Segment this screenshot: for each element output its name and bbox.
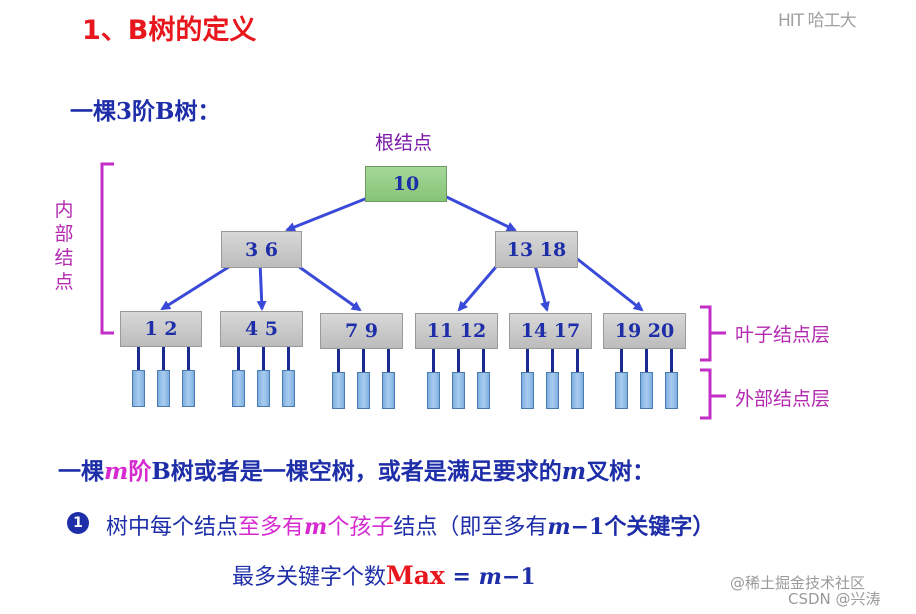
external-link <box>551 349 554 374</box>
leaf-node-4-5: 4 5 <box>220 311 303 347</box>
external-link <box>137 347 140 372</box>
external-link <box>262 347 265 372</box>
bullet-1-icon: 1 <box>67 512 89 534</box>
external-node <box>571 372 584 409</box>
watermark-juejin: @稀土掘金技术社区 <box>730 574 866 592</box>
external-node <box>427 372 440 409</box>
internal-bracket <box>100 162 114 335</box>
external-node <box>232 370 245 407</box>
internal-node-3-6: 3 6 <box>221 231 302 268</box>
leaf-node-14-17: 14 17 <box>509 313 592 349</box>
external-link <box>387 349 390 374</box>
external-link <box>670 349 673 374</box>
external-node <box>452 372 465 409</box>
external-link <box>576 349 579 374</box>
external-node <box>257 370 270 407</box>
external-node <box>282 370 295 407</box>
external-link <box>526 349 529 374</box>
point-1: 树中每个结点至多有m个孩子结点（即至多有m−1个关键字） <box>106 514 715 540</box>
subtitle: 一棵3阶B树： <box>70 98 221 125</box>
external-node <box>640 372 653 409</box>
max-formula: 最多关键字个数Max = m−1 <box>232 561 536 590</box>
external-link <box>337 349 340 374</box>
external-link <box>620 349 623 374</box>
leaf-bracket <box>700 305 712 362</box>
external-link <box>362 349 365 374</box>
leaf-node-1-2: 1 2 <box>120 311 202 347</box>
external-node <box>132 370 145 407</box>
external-node <box>332 372 345 409</box>
external-node <box>521 372 534 409</box>
external-node <box>357 372 370 409</box>
external-link <box>457 349 460 374</box>
external-node <box>477 372 490 409</box>
external-link <box>287 347 290 372</box>
external-bracket <box>700 368 712 420</box>
external-link <box>645 349 648 374</box>
external-link <box>432 349 435 374</box>
leaf-node-19-20: 19 20 <box>603 313 686 349</box>
external-link <box>162 347 165 372</box>
leaf-node-7-9: 7 9 <box>320 313 403 349</box>
leaf-layer-label: 叶子结点层 <box>735 324 831 346</box>
internal-nodes-label: 内部结点 <box>54 199 74 293</box>
leaf-node-11-12: 11 12 <box>415 313 498 349</box>
external-node <box>615 372 628 409</box>
watermark-csdn: CSDN @兴涛 <box>788 590 881 608</box>
external-link <box>482 349 485 374</box>
external-link <box>187 347 190 372</box>
external-link <box>237 347 240 372</box>
external-layer-label: 外部结点层 <box>735 388 831 410</box>
external-node <box>665 372 678 409</box>
definition: 一棵m阶B树或者是一棵空树，或者是满足要求的m叉树： <box>58 458 656 485</box>
root-label: 根结点 <box>375 132 433 154</box>
root-node: 10 <box>365 166 447 202</box>
external-node <box>182 370 195 407</box>
external-node <box>546 372 559 409</box>
logo: HIT 哈工大 <box>778 11 857 31</box>
page-title: 1、B树的定义 <box>82 15 257 46</box>
external-node <box>382 372 395 409</box>
external-node <box>157 370 170 407</box>
internal-node-13-18: 13 18 <box>495 231 578 268</box>
